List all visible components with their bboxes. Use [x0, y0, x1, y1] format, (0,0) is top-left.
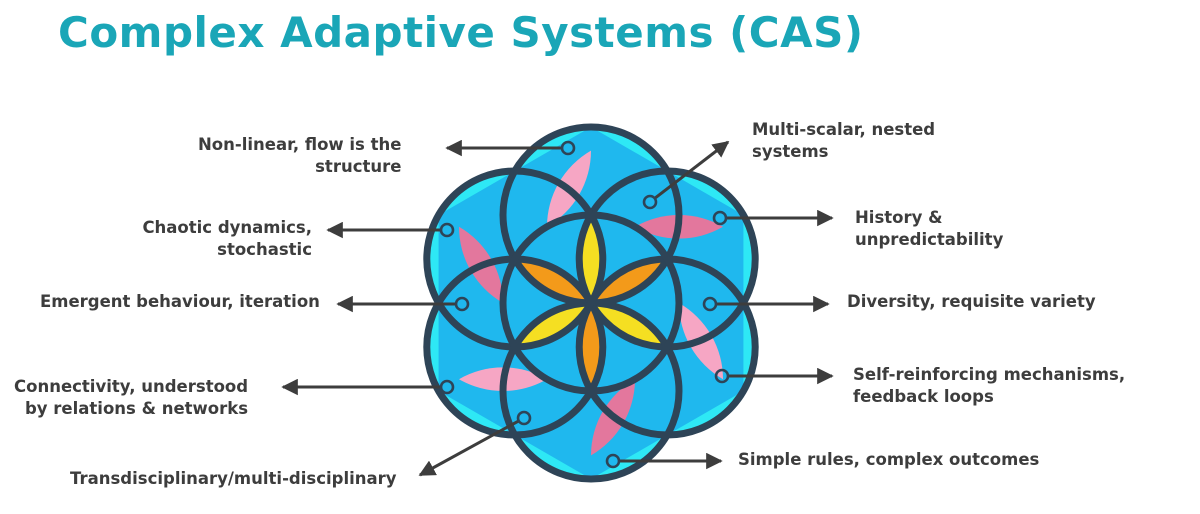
connector-dot-multiscalar [642, 194, 658, 210]
connector-dot-transdisciplinary [516, 410, 532, 426]
connector-dot-connectivity [439, 379, 455, 395]
page-title: Complex Adaptive Systems (CAS) [58, 8, 864, 57]
label-selfreinforcing: Self-reinforcing mechanisms,feedback loo… [853, 365, 1126, 406]
label-history: History &unpredictability [855, 208, 1004, 249]
connector-dot-nonlinear [560, 140, 576, 156]
connector-arrow-multiscalar [653, 140, 730, 200]
label-emergent: Emergent behaviour, iteration [40, 292, 320, 311]
label-diversity: Diversity, requisite variety [847, 292, 1096, 311]
center-petal-5 [514, 259, 591, 303]
label-chaotic: Chaotic dynamics,stochastic [142, 218, 312, 259]
connector-dot-simplerules [605, 453, 621, 469]
center-petal-1 [591, 259, 668, 303]
connector-dot-emergent [454, 296, 470, 312]
connector-dot-history [712, 210, 728, 226]
center-petal-4 [514, 303, 591, 347]
connector-arrow-transdisciplinary [418, 419, 520, 477]
connector-dot-diversity [702, 296, 718, 312]
label-transdisciplinary: Transdisciplinary/multi-disciplinary [70, 469, 397, 488]
center-petal-2 [591, 303, 668, 347]
ring-center [499, 211, 683, 395]
connector-dot-selfreinforcing [714, 368, 730, 384]
label-simplerules: Simple rules, complex outcomes [738, 450, 1040, 469]
connector-dot-chaotic [439, 222, 455, 238]
